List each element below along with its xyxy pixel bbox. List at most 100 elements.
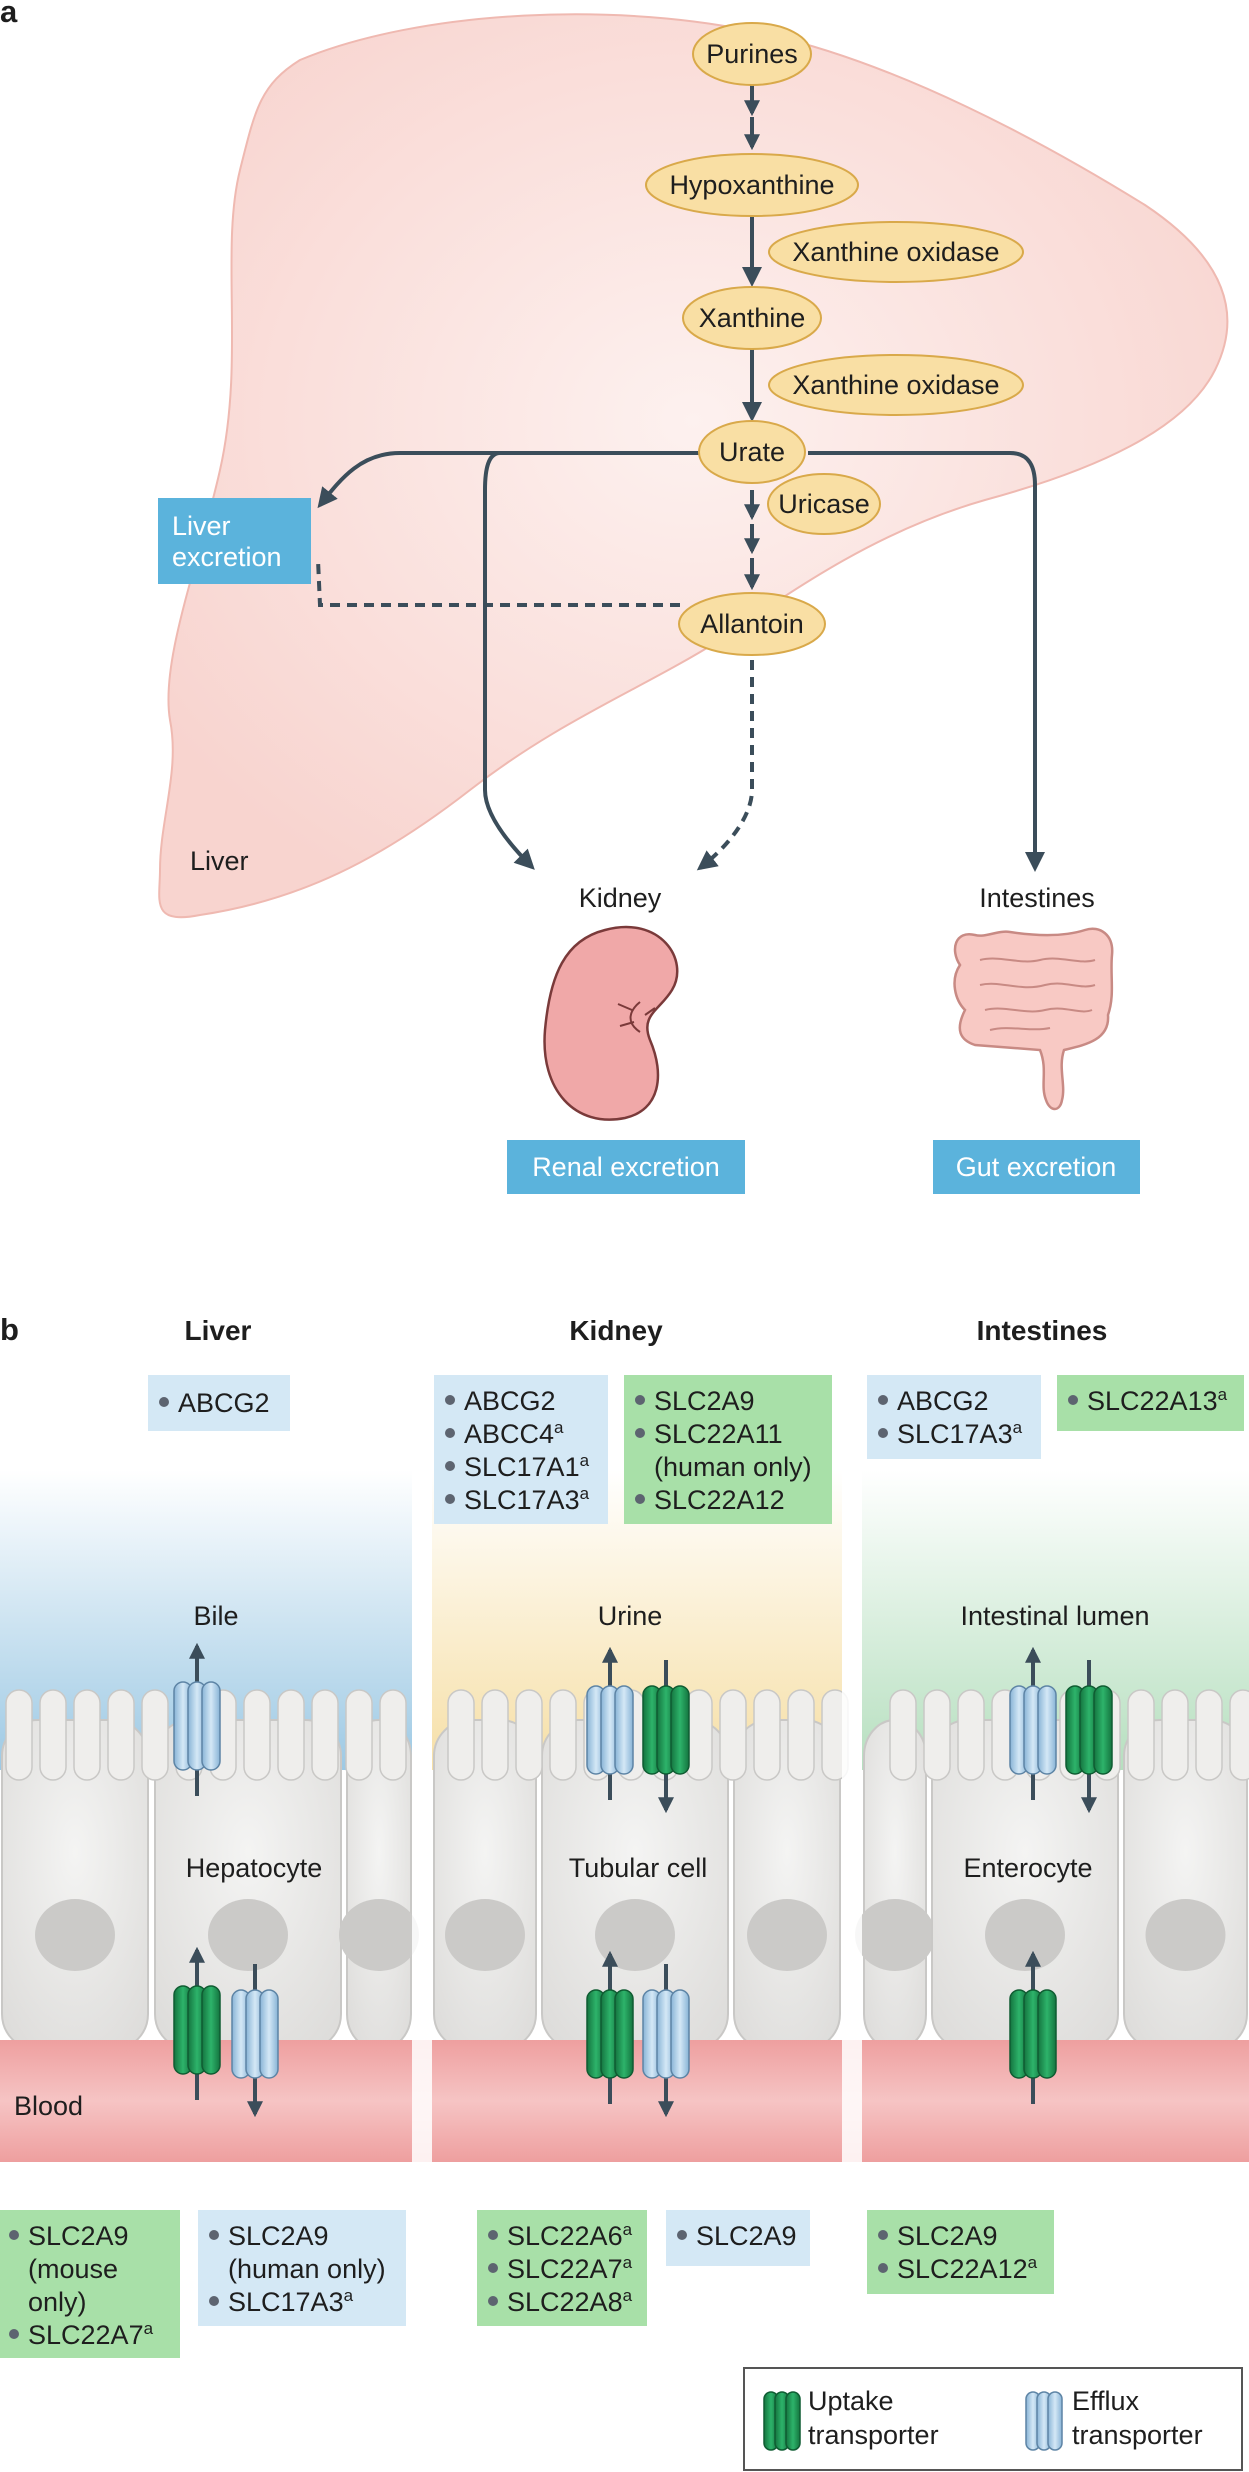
enterocyte-label: Enterocyte xyxy=(963,1853,1092,1883)
kidney-top-efflux-item-2: SLC17A1a xyxy=(464,1451,590,1482)
intestinal-lumen-label: Intestinal lumen xyxy=(960,1601,1149,1631)
kidney-illustration xyxy=(543,925,679,1121)
legend-efflux-icon xyxy=(1025,2391,1063,2451)
cell-nucleus xyxy=(445,1899,525,1971)
heading-intestines: Intestines xyxy=(977,1315,1108,1346)
blood-label: Blood xyxy=(14,2091,83,2121)
liver-bottom-uptake-item-0-note-2: only) xyxy=(28,2287,87,2317)
legend-efflux-line-2: transporter xyxy=(1072,2420,1203,2450)
liver-basal-efflux-transporter xyxy=(231,1964,279,2118)
liver-excretion-line-1: Liver xyxy=(172,511,231,541)
node-urate: Urate xyxy=(698,420,806,484)
node-uricase-label: Uricase xyxy=(778,489,870,519)
intestines-top-efflux-item-0: ABCG2 xyxy=(897,1386,989,1416)
kidney-apical-uptake-transporter xyxy=(642,1660,690,1814)
kidney-top-uptake-item-1-note: (human only) xyxy=(654,1452,812,1482)
arrow-allantoin-kidney xyxy=(696,660,754,871)
epithelial-cell xyxy=(931,1719,1119,2051)
liver-basal-uptake-transporter xyxy=(173,1946,221,2100)
node-uricase: Uricase xyxy=(767,473,881,535)
panel-b: b Liver Kidney Intestines Bile Urine Int… xyxy=(0,1312,1249,2471)
bile-label: Bile xyxy=(193,1601,238,1631)
cell-nucleus xyxy=(855,1899,935,1971)
renal-excretion-label: Renal excretion xyxy=(532,1152,720,1182)
tubular-cell-label: Tubular cell xyxy=(569,1853,708,1883)
liver-top-efflux-box: ABCG2 xyxy=(148,1375,290,1431)
arrow-urate-kidney xyxy=(483,451,535,870)
node-purines: Purines xyxy=(692,22,812,86)
cell-nucleus xyxy=(35,1899,115,1971)
legend-uptake-line-2: transporter xyxy=(808,2420,939,2450)
intestines-bottom-uptake-box: SLC2A9 SLC22A12a xyxy=(867,2210,1054,2294)
legend-uptake-icon xyxy=(763,2391,801,2451)
epithelial-cell xyxy=(339,1719,419,2051)
cell-nucleus xyxy=(1145,1899,1226,1971)
intestines-top-efflux-item-1: SLC17A3a xyxy=(897,1418,1023,1449)
transporters xyxy=(173,1642,1113,2118)
kidney-bottom-efflux-item-0: SLC2A9 xyxy=(696,2221,797,2251)
node-xanthine-label: Xanthine xyxy=(699,303,806,333)
kidney-apical-efflux-transporter xyxy=(586,1646,634,1800)
node-allantoin-label: Allantoin xyxy=(700,609,804,639)
liver-apical-efflux-transporter xyxy=(173,1642,221,1796)
kidney-bottom-uptake-item-2: SLC22A8a xyxy=(507,2286,633,2317)
intestines-label: Intestines xyxy=(979,883,1095,913)
column-separator-2 xyxy=(842,1440,862,2180)
kidney-top-efflux-item-1: ABCC4a xyxy=(464,1418,564,1449)
heading-liver: Liver xyxy=(185,1315,252,1346)
intestines-bottom-uptake-item-0: SLC2A9 xyxy=(897,2221,998,2251)
arrow-allantoin-liver-excretion-line xyxy=(316,559,680,607)
cell-nucleus xyxy=(747,1899,827,1971)
node-urate-label: Urate xyxy=(719,437,785,467)
node-hypoxanthine-label: Hypoxanthine xyxy=(669,170,834,200)
liver-bottom-efflux-item-1: SLC17A3a xyxy=(228,2286,354,2317)
cell-nucleus xyxy=(595,1899,675,1971)
node-xanthine-oxidase-2-label: Xanthine oxidase xyxy=(792,370,999,400)
cell-nucleus xyxy=(208,1899,288,1971)
arrow-urate-intestines xyxy=(808,451,1045,872)
legend-efflux-line-1: Efflux xyxy=(1072,2386,1140,2416)
liver-bottom-efflux-box: SLC2A9 (human only) SLC17A3a xyxy=(198,2210,406,2326)
epithelial-cell xyxy=(433,1719,537,2051)
heading-kidney: Kidney xyxy=(569,1315,663,1346)
kidney-top-uptake-item-2: SLC22A12 xyxy=(654,1485,785,1515)
kidney-top-efflux-box: ABCG2 ABCC4a SLC17A1a SLC17A3a xyxy=(434,1375,608,1524)
kidney-label: Kidney xyxy=(579,883,662,913)
cell-nucleus xyxy=(339,1899,419,1971)
intestines-bottom-uptake-item-1: SLC22A12a xyxy=(897,2253,1038,2284)
liver-label: Liver xyxy=(190,846,249,876)
intestines-top-efflux-box: ABCG2 SLC17A3a xyxy=(867,1375,1041,1459)
kidney-bottom-uptake-item-1: SLC22A7a xyxy=(507,2253,633,2284)
liver-bottom-efflux-item-0-note: (human only) xyxy=(228,2254,386,2284)
node-xanthine-oxidase-1-label: Xanthine oxidase xyxy=(792,237,999,267)
cell-nucleus xyxy=(985,1899,1065,1971)
panel-b-label: b xyxy=(0,1312,19,1347)
kidney-top-uptake-box: SLC2A9 SLC22A11 (human only) SLC22A12 xyxy=(624,1375,832,1524)
liver-top-efflux-item-0: ABCG2 xyxy=(178,1388,270,1418)
node-xanthine-oxidase-2: Xanthine oxidase xyxy=(768,354,1024,416)
intestines-top-uptake-box: SLC22A13a xyxy=(1057,1375,1244,1431)
kidney-top-uptake-item-1: SLC22A11 xyxy=(654,1419,783,1449)
liver-excretion-box: Liver excretion xyxy=(158,498,311,584)
legend-icons xyxy=(763,2391,1063,2451)
liver-shape xyxy=(158,13,1229,919)
kidney-bottom-efflux-box: SLC2A9 xyxy=(666,2210,810,2266)
renal-excretion-box: Renal excretion xyxy=(507,1140,745,1194)
kidney-basal-efflux-transporter xyxy=(642,1964,690,2118)
panel-a: a Liver Purines Hypoxanthine xyxy=(0,0,1229,1194)
liver-bottom-uptake-box: SLC2A9 (mouse only) SLC22A7a xyxy=(0,2210,180,2358)
liver-bottom-uptake-item-0: SLC2A9 xyxy=(28,2221,129,2251)
intestines-basal-uptake-transporter xyxy=(1009,1950,1057,2104)
node-purines-label: Purines xyxy=(706,39,798,69)
liver-excretion-line-2: excretion xyxy=(172,542,282,572)
intestines-apical-uptake-transporter xyxy=(1065,1660,1113,1814)
intestines-top-uptake-item-0: SLC22A13a xyxy=(1087,1385,1228,1416)
liver-bottom-uptake-item-1: SLC22A7a xyxy=(28,2319,154,2350)
kidney-bottom-uptake-item-0: SLC22A6a xyxy=(507,2220,633,2251)
epithelial-cell xyxy=(1123,1719,1248,2051)
gut-excretion-label: Gut excretion xyxy=(956,1152,1117,1182)
column-separator-1 xyxy=(412,1440,432,2180)
epithelial-cell xyxy=(733,1719,841,2051)
legend: Uptake transporter Efflux transporter xyxy=(743,2367,1243,2471)
